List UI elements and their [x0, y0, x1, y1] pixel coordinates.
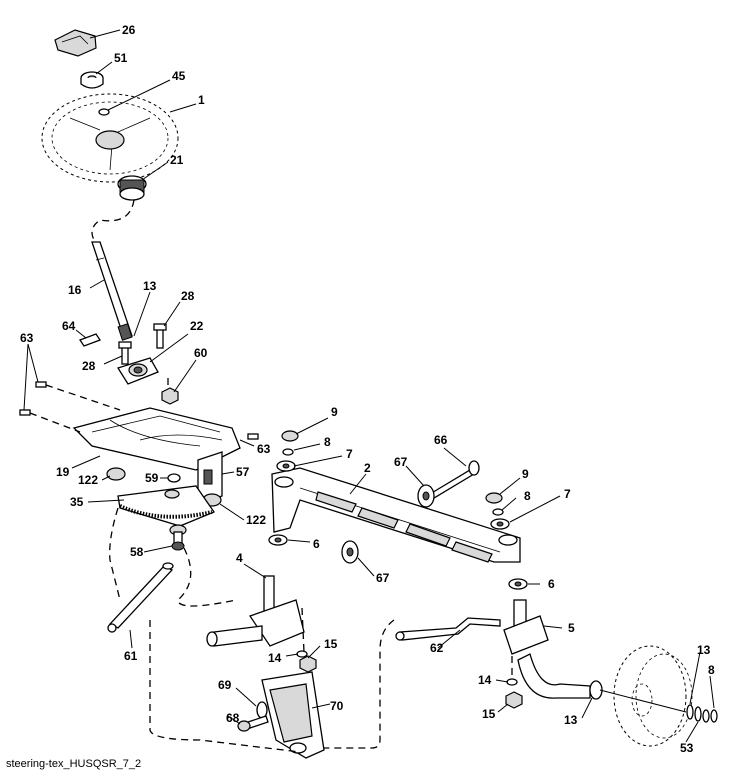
spacer-67-a: [417, 484, 435, 508]
bolt-28-upper: [153, 323, 167, 349]
callout-7-left: 7: [346, 447, 353, 461]
callout-21: 21: [170, 153, 184, 167]
callout-68: 68: [226, 711, 240, 725]
callout-8-wheel: 8: [708, 663, 715, 677]
screw-63-a: [35, 381, 121, 411]
shoulder-bolt-58: [169, 524, 187, 551]
spindle-5: [503, 599, 603, 700]
callout-122-left: 122: [78, 473, 98, 487]
steering-adapter: [117, 175, 147, 201]
washer-59: [167, 473, 181, 483]
pivot-bolt-66: [428, 460, 480, 499]
wheel-washers: [686, 704, 718, 723]
callout-8-left: 8: [324, 435, 331, 449]
steering-wheel: [41, 93, 179, 183]
front-wheel: [613, 645, 693, 747]
spacer-67-b: [341, 540, 359, 564]
callout-13-spindle: 13: [564, 713, 578, 727]
nut-15-a: [299, 655, 317, 673]
callout-28-lower: 28: [82, 359, 96, 373]
callout-1: 1: [198, 93, 205, 107]
callout-labels: 26 51 45 1 21 16 13 28 64 22 28 63 60 63…: [20, 23, 715, 755]
spindle-4: [206, 575, 305, 647]
washer-45: [98, 108, 110, 116]
callout-16: 16: [68, 283, 82, 297]
callout-28-upper: 28: [181, 289, 195, 303]
callout-67-lower: 67: [376, 571, 390, 585]
callout-35: 35: [70, 495, 84, 509]
callout-57: 57: [236, 465, 250, 479]
callout-15-right: 15: [482, 707, 496, 721]
steering-wheel-cap: [54, 29, 97, 57]
cap-9-a: [281, 430, 299, 442]
sector-gear-35: [117, 485, 215, 527]
callout-61: 61: [124, 649, 138, 663]
callout-7-right: 7: [564, 487, 571, 501]
nut-15-b: [505, 691, 523, 709]
drag-link-61: [107, 562, 174, 633]
callout-69: 69: [218, 678, 232, 692]
callout-6-right: 6: [548, 577, 555, 591]
callout-66: 66: [434, 433, 448, 447]
callout-64: 64: [62, 319, 76, 333]
steering-shaft: [91, 241, 133, 341]
bolt-68: [237, 715, 269, 732]
leader-lines: [23, 29, 715, 743]
callout-8-right: 8: [524, 489, 531, 503]
bearing-flange-22: [117, 357, 159, 385]
callout-51: 51: [114, 51, 128, 65]
callout-14-right: 14: [478, 673, 492, 687]
clip-8-a: [282, 448, 294, 456]
bushing-122-a: [106, 467, 126, 481]
callout-5: 5: [568, 621, 575, 635]
callout-62: 62: [430, 641, 444, 655]
callout-63-right: 63: [257, 442, 271, 456]
callout-19: 19: [56, 465, 70, 479]
callout-9-right: 9: [522, 467, 529, 481]
callout-13-wheel: 13: [697, 643, 711, 657]
callout-122-right: 122: [246, 513, 266, 527]
washer-7-b: [490, 518, 510, 530]
callout-22: 22: [190, 319, 204, 333]
bolt-28-lower: [118, 341, 132, 365]
clip-8-b: [492, 508, 504, 516]
screw-63-c: [247, 433, 259, 440]
bolt-14-a: [296, 650, 308, 658]
callout-6-left: 6: [313, 537, 320, 551]
front-axle-2: [271, 467, 521, 563]
callout-67-upper: 67: [394, 455, 408, 469]
callout-15-left: 15: [324, 637, 338, 651]
steering-plate-19: [72, 407, 241, 471]
tie-rod-62: [395, 617, 501, 641]
clip-64: [79, 333, 101, 347]
callout-60: 60: [194, 346, 208, 360]
washer-6-b: [508, 578, 528, 590]
callout-63-left: 63: [20, 331, 34, 345]
callout-58: 58: [130, 545, 144, 559]
steering-wheel-nut: [80, 71, 104, 89]
callout-26: 26: [122, 23, 136, 37]
washer-7-a: [276, 460, 296, 472]
callout-53: 53: [680, 741, 694, 755]
callout-45: 45: [172, 69, 186, 83]
cap-9-b: [485, 492, 503, 504]
diagram-caption: steering-tex_HUSQSR_7_2: [6, 758, 142, 770]
callout-9-left: 9: [331, 405, 338, 419]
screw-63-b: [19, 409, 81, 433]
bolt-14-b: [506, 678, 518, 686]
callout-13: 13: [143, 279, 157, 293]
callout-59: 59: [145, 471, 159, 485]
steering-arm-70: [261, 671, 325, 759]
callout-70: 70: [330, 699, 344, 713]
washer-6-a: [268, 534, 288, 546]
callout-14-left: 14: [268, 651, 282, 665]
callout-2: 2: [364, 461, 371, 475]
callout-4: 4: [236, 551, 243, 565]
